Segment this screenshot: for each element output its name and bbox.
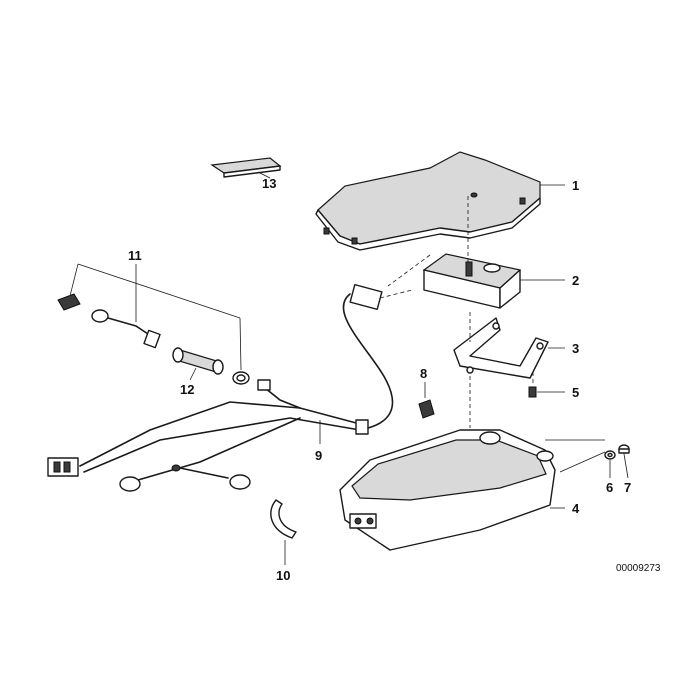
part-6-washer [604, 450, 616, 460]
part-13-pad [210, 157, 282, 178]
part-8-clip [418, 399, 435, 419]
part-10-strap [270, 499, 297, 539]
part-2-control-unit [422, 253, 522, 309]
callout-13: 13 [262, 176, 276, 191]
callout-7: 7 [624, 480, 631, 495]
callout-12: 12 [180, 382, 194, 397]
callout-11: 11 [128, 248, 142, 263]
part-9-wiring-harness [47, 379, 369, 492]
connection-cable [342, 283, 394, 429]
callout-labels: 1 2 3 4 5 6 7 8 9 10 11 12 13 [128, 176, 631, 583]
part-1-cover [315, 151, 541, 251]
part-3-bracket [453, 317, 549, 379]
part-11-key-set [57, 293, 250, 385]
drawing-number: 00009273 [616, 563, 661, 574]
part-5-screw [528, 386, 537, 398]
callout-4: 4 [572, 501, 580, 516]
part-7-screw [618, 444, 630, 454]
callout-8: 8 [420, 366, 427, 381]
callout-3: 3 [572, 341, 579, 356]
callout-1: 1 [572, 178, 579, 193]
alignment-lines [379, 196, 534, 428]
part-4-housing [339, 429, 556, 551]
callout-2: 2 [572, 273, 579, 288]
part-12-sleeve [172, 347, 224, 375]
leader-lines [69, 171, 629, 565]
callout-6: 6 [606, 480, 613, 495]
callout-10: 10 [276, 568, 290, 583]
callout-9: 9 [315, 448, 322, 463]
callout-5: 5 [572, 385, 579, 400]
